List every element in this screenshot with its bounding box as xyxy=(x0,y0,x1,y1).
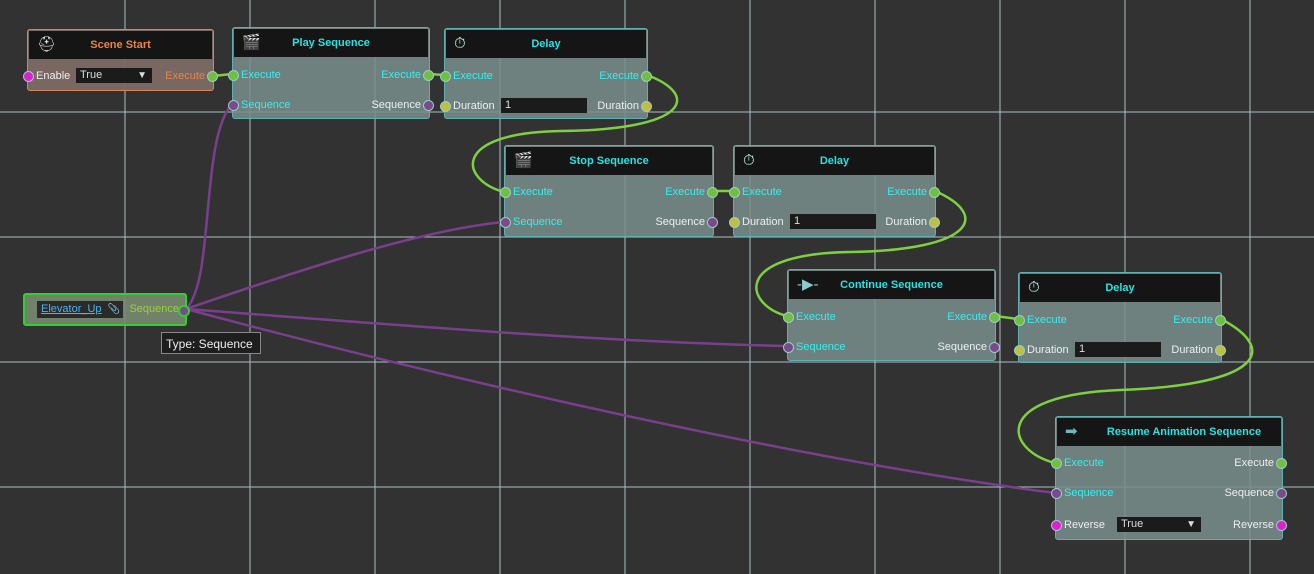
port-label: Sequence xyxy=(513,216,563,228)
node-title: Delay xyxy=(531,38,561,50)
port-label: Execute xyxy=(1027,314,1067,326)
sequence-out-port[interactable] xyxy=(423,100,434,111)
stopwatch-icon: ⏱ xyxy=(454,35,466,52)
stopwatch-icon: ⏱ xyxy=(1028,279,1040,296)
enable-port[interactable] xyxy=(23,71,34,82)
port-label: Execute xyxy=(165,70,205,82)
node-title: Continue Sequence xyxy=(840,279,943,291)
duration-out-port[interactable] xyxy=(641,101,652,112)
duration-in-port[interactable] xyxy=(729,217,740,228)
execute-in-port[interactable] xyxy=(228,70,239,81)
execute-in-port[interactable] xyxy=(1051,458,1062,469)
execute-out-port[interactable] xyxy=(929,187,940,198)
delay-node[interactable]: ⏱ Delay Execute Execute Duration 1 Duration xyxy=(729,145,940,237)
execute-in-port[interactable] xyxy=(1014,315,1025,326)
node-title: Delay xyxy=(1105,282,1135,294)
port-label: Execute xyxy=(1064,457,1104,469)
sequence-out-port[interactable] xyxy=(707,217,718,228)
port-label: Duration xyxy=(597,100,639,112)
port-label: Enable xyxy=(36,70,71,82)
port-label: Duration xyxy=(742,216,784,228)
continue-arrow-icon: -▶- xyxy=(797,276,819,293)
port-label: Execute xyxy=(947,311,987,323)
port-label: Sequence xyxy=(1064,487,1114,499)
stop-sequence-node[interactable]: 🎬 Stop Sequence Execute Execute Sequence Se… xyxy=(500,145,718,237)
node-title: Play Sequence xyxy=(292,37,370,49)
port-label: Sequence xyxy=(371,99,421,111)
execute-out-port[interactable] xyxy=(423,70,434,81)
reverse-in-port[interactable] xyxy=(1051,520,1062,531)
sequence-out-port[interactable] xyxy=(1276,488,1287,499)
execute-in-port[interactable] xyxy=(440,71,451,82)
execute-out-port[interactable] xyxy=(1276,458,1287,469)
elevator-up-link[interactable]: Elevator_Up xyxy=(41,303,102,315)
execute-out-port[interactable] xyxy=(707,187,718,198)
port-label: Execute xyxy=(599,70,639,82)
port-label: Sequence xyxy=(129,303,179,315)
sequence-in-port[interactable] xyxy=(500,217,511,228)
sequence-in-port[interactable] xyxy=(783,342,794,353)
sequence-in-port[interactable] xyxy=(1051,488,1062,499)
node-title: Delay xyxy=(819,155,850,167)
port-label: Execute xyxy=(665,186,705,198)
port-label: Execute xyxy=(1173,314,1213,326)
delay-node[interactable]: ⏱ Delay Execute Execute Duration 1 Duration xyxy=(440,28,652,119)
port-label: Duration xyxy=(1171,344,1213,356)
sequence-in-port[interactable] xyxy=(228,100,239,111)
duration-in-port[interactable] xyxy=(440,101,451,112)
tooltip: Type: Sequence xyxy=(161,332,261,354)
elevator-up-node[interactable]: Elevator_Up 📎 Sequence xyxy=(23,293,190,326)
port-label: Sequence xyxy=(796,341,846,353)
clapperboard-stop-icon: 🎬 xyxy=(514,152,533,169)
scene-start-node[interactable]: ⛑ Scene Start Enable True Execute xyxy=(23,29,218,91)
port-label: Execute xyxy=(241,69,281,81)
enable-dropdown[interactable]: True xyxy=(76,68,152,83)
execute-out-port[interactable] xyxy=(989,312,1000,323)
execute-in-port[interactable] xyxy=(783,312,794,323)
port-label: Execute xyxy=(513,186,553,198)
play-sequence-node[interactable]: 🎬 Play Sequence Execute Execute Sequence Se… xyxy=(228,27,434,119)
duration-in-port[interactable] xyxy=(1014,345,1025,356)
port-label: Execute xyxy=(1234,457,1274,469)
vr-headset-icon: ⛑ xyxy=(37,36,57,53)
resume-animation-sequence-node[interactable]: ➡ Resume Animation Sequence Execute Execut… xyxy=(1051,416,1287,540)
duration-out-port[interactable] xyxy=(929,217,940,228)
node-title: Scene Start xyxy=(90,39,151,51)
node-title: Stop Sequence xyxy=(569,155,649,167)
port-label: Reverse xyxy=(1064,519,1105,531)
resume-arrow-icon: ➡ xyxy=(1065,423,1078,440)
port-label: Sequence xyxy=(937,341,987,353)
delay-node[interactable]: ⏱ Delay Execute Execute Duration 1 Duration xyxy=(1014,272,1226,363)
reverse-dropdown[interactable]: True xyxy=(1117,517,1201,532)
port-label: Execute xyxy=(381,69,421,81)
paperclip-icon[interactable]: 📎 xyxy=(107,304,120,315)
sequence-out-port[interactable] xyxy=(178,305,190,317)
port-label: Execute xyxy=(453,70,493,82)
execute-out-port[interactable] xyxy=(1215,315,1226,326)
sequence-out-port[interactable] xyxy=(989,342,1000,353)
port-label: Sequence xyxy=(1224,487,1274,499)
reverse-out-port[interactable] xyxy=(1276,520,1287,531)
duration-input[interactable]: 1 xyxy=(790,214,876,229)
port-label: Execute xyxy=(742,186,782,198)
port-label: Execute xyxy=(887,186,927,198)
execute-in-port[interactable] xyxy=(500,187,511,198)
stopwatch-icon: ⏱ xyxy=(743,152,755,169)
clapperboard-play-icon: 🎬 xyxy=(242,34,261,51)
port-label: Duration xyxy=(1027,344,1069,356)
duration-out-port[interactable] xyxy=(1215,345,1226,356)
execute-in-port[interactable] xyxy=(729,187,740,198)
port-label: Reverse xyxy=(1233,519,1274,531)
port-label: Duration xyxy=(453,100,495,112)
port-label: Sequence xyxy=(241,99,291,111)
port-label: Duration xyxy=(885,216,927,228)
execute-out-port[interactable] xyxy=(641,71,652,82)
port-label: Execute xyxy=(796,311,836,323)
duration-input[interactable]: 1 xyxy=(1075,342,1161,357)
execute-out-port[interactable] xyxy=(207,71,218,82)
continue-sequence-node[interactable]: -▶- Continue Sequence Execute Execute Sequ… xyxy=(783,269,1000,361)
port-label: Sequence xyxy=(655,216,705,228)
duration-input[interactable]: 1 xyxy=(501,98,587,113)
node-title: Resume Animation Sequence xyxy=(1106,426,1262,438)
